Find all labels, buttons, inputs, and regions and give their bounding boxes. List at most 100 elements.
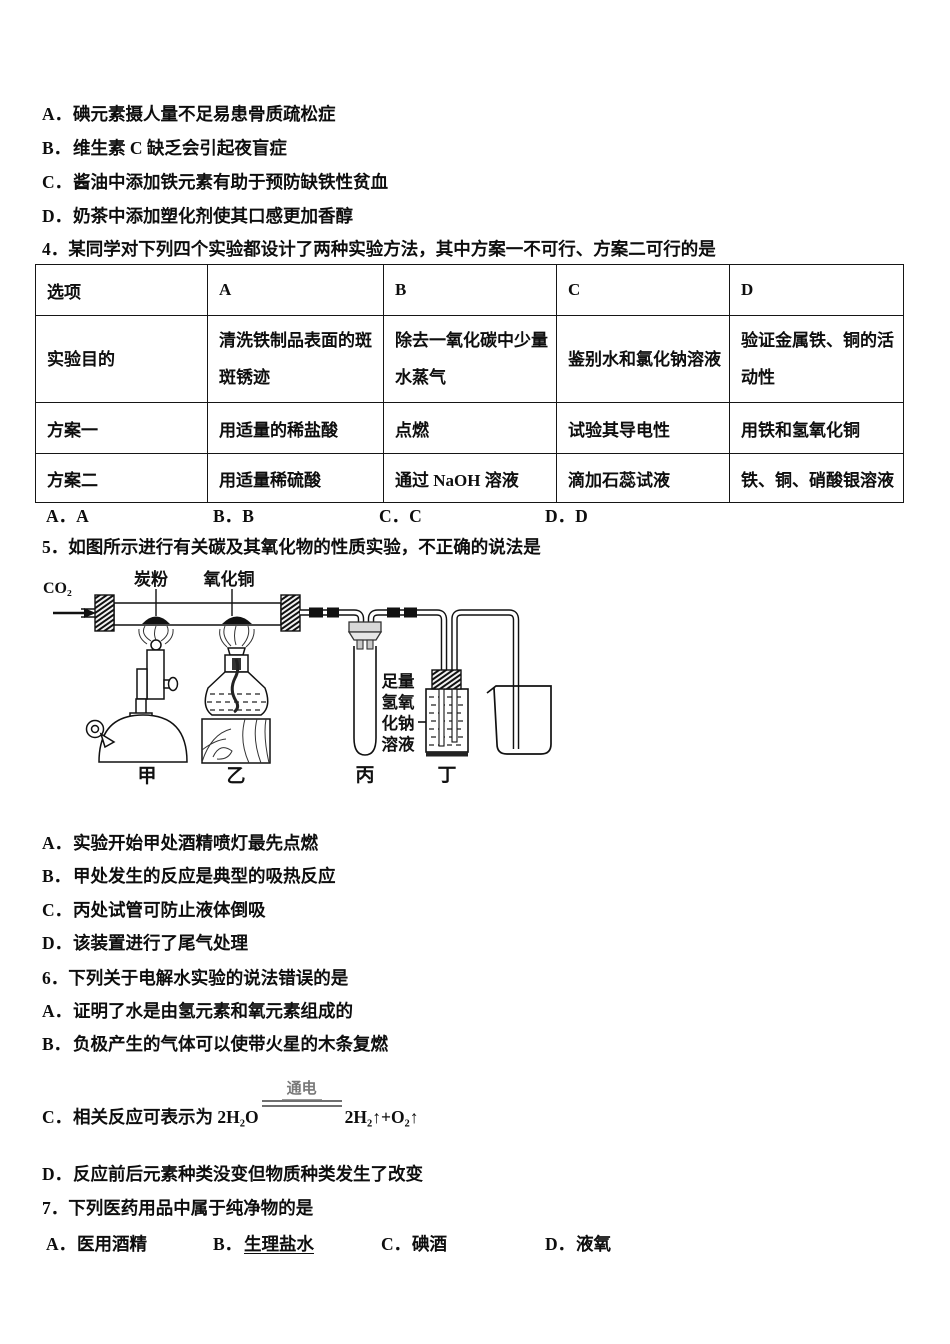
- condition-text: 通电: [281, 1081, 322, 1100]
- copper-oxide-heap: [222, 616, 252, 624]
- option-key: B．: [42, 1034, 72, 1054]
- q7-option-b: B．生理盐水: [213, 1234, 314, 1254]
- device-jia-label: 甲: [137, 766, 156, 787]
- option-b-q3: B．维生素 C 缺乏会引起夜盲症: [42, 137, 287, 159]
- equation-double-line: [261, 1100, 342, 1107]
- header-cell: D: [729, 264, 904, 316]
- q7-option-d: D．液氧: [545, 1234, 611, 1254]
- q6-option-d: D．反应前后元素种类没变但物质种类发生了改变: [42, 1163, 423, 1185]
- reaction-condition: 通电: [261, 1081, 342, 1109]
- rubber-stopper-left: [94, 594, 115, 632]
- test-tube-stopper: [348, 621, 382, 633]
- option-text: 丙处试管可防止液体倒吸: [73, 900, 266, 920]
- option-text: 证明了水是由氢元素和氧元素组成的: [73, 1001, 353, 1021]
- table-header-row: 选项 A B C D: [35, 264, 904, 316]
- option-text: 碘元素摄人量不足易患骨质疏松症: [73, 104, 336, 124]
- q7-option-a: A．医用酒精: [46, 1234, 147, 1254]
- safety-test-tube: 丙: [347, 621, 383, 786]
- option-key: A．: [42, 833, 73, 853]
- option-text: 维生素 C 缺乏会引起夜盲症: [73, 138, 287, 158]
- option-text: 酱油中添加铁元素有助于预防缺铁性贫血: [73, 172, 388, 192]
- q5-option-b: B．甲处发生的反应是典型的吸热反应: [42, 865, 336, 887]
- option-key: A．: [42, 1001, 73, 1021]
- stem-text: 下列关于电解水实验的说法错误的是: [68, 968, 349, 988]
- q5-option-c: C．丙处试管可防止液体倒吸: [42, 899, 266, 921]
- q6-stem: 6．下列关于电解水实验的说法错误的是: [42, 967, 348, 989]
- stem-text: 下列医药用品中属于纯净物的是: [68, 1198, 314, 1218]
- lamp-dome-base: [98, 714, 188, 763]
- reaction-tube: 炭粉 氧化铜: [94, 569, 301, 632]
- option-key: C．: [42, 1107, 73, 1127]
- option-key: C．: [42, 900, 73, 920]
- table-cell: 点燃: [383, 402, 557, 454]
- q6-option-a: A．证明了水是由氢元素和氧元素组成的: [42, 1000, 353, 1022]
- header-cell: C: [556, 264, 730, 316]
- equation-right: 2H₂↑+O₂↑: [344, 1107, 419, 1127]
- question-number: 6．: [42, 968, 69, 988]
- row-label: 实验目的: [35, 315, 208, 403]
- naoh-label-line: 足量: [382, 672, 416, 691]
- q7-option-c: C．碘酒: [381, 1234, 447, 1254]
- option-key: B．: [42, 866, 72, 886]
- option-text: 奶茶中添加塑化剂使其口感更加香醇: [73, 206, 353, 226]
- device-yi-label: 乙: [226, 766, 245, 787]
- copper-oxide-label: 氧化铜: [203, 569, 255, 589]
- answer-c: C．C: [379, 506, 422, 526]
- table-row-plan2: 方案二 用适量稀硫酸 通过 NaOH 溶液 滴加石蕊试液 铁、铜、硝酸银溶液: [35, 453, 904, 503]
- answer-a: A．A: [46, 506, 89, 526]
- stem-text: 如图所示进行有关碳及其氧化物的性质实验，不正确的说法是: [68, 537, 541, 557]
- option-a-q3: A．碘元素摄人量不足易患骨质疏松症: [42, 103, 336, 125]
- table-cell: 试验其导电性: [556, 402, 730, 454]
- table-cell: 滴加石蕊试液: [556, 453, 730, 503]
- option-key: D．: [42, 1164, 73, 1184]
- burner-nozzle: [150, 639, 162, 651]
- table-cell: 用铁和氢氧化铜: [729, 402, 904, 454]
- device-ding-label: 丁: [437, 765, 456, 786]
- table-cell: 用适量稀硫酸: [207, 453, 384, 503]
- rubber-connector: [309, 607, 323, 618]
- lamp-body: [204, 671, 269, 716]
- naoh-label-line: 氢氧: [382, 692, 416, 712]
- table-cell: 用适量的稀盐酸: [207, 402, 384, 454]
- option-d-q3: D．奶茶中添加塑化剂使其口感更加香醇: [42, 205, 353, 227]
- option-c-q3: C．酱油中添加铁元素有助于预防缺铁性贫血: [42, 171, 388, 193]
- carbon-powder-label: 炭粉: [134, 569, 168, 589]
- rubber-connector: [327, 607, 339, 618]
- inlet-tube: [438, 688, 445, 747]
- header-cell: A: [207, 264, 384, 316]
- naoh-solution-label: 足量 氢氧 化钠 溶液: [382, 672, 429, 754]
- bottle-stopper: [431, 669, 462, 690]
- row-label: 方案二: [35, 453, 208, 503]
- beaker: [486, 685, 552, 755]
- question-number: 4．: [42, 239, 69, 259]
- option-text: 实验开始甲处酒精喷灯最先点燃: [73, 833, 318, 853]
- co2-label: CO₂: [43, 580, 72, 597]
- table-cell: 清洗铁制品表面的斑斑锈迹: [207, 315, 384, 403]
- wick-holder: [227, 647, 246, 656]
- apparatus-diagram: CO₂ 炭粉 氧化铜: [43, 569, 552, 787]
- alcohol-blast-lamp: 甲: [85, 625, 188, 787]
- lamp-wick: [230, 658, 240, 714]
- header-cell: B: [383, 264, 557, 316]
- q4-stem: 4．某同学对下列四个实验都设计了两种实验方法，其中方案一不可行、方案二可行的是: [42, 238, 716, 260]
- answer-d: D．D: [545, 506, 588, 526]
- table-row-purpose: 实验目的 清洗铁制品表面的斑斑锈迹 除去一氧化碳中少量水蒸气 鉴别水和氯化钠溶液…: [35, 315, 904, 403]
- q6-option-c: C．相关反应可表示为 2H₂O 通电 2H₂↑+O₂↑: [42, 1081, 419, 1128]
- table-cell: 验证金属铁、铜的活动性: [729, 315, 904, 403]
- naoh-label-line: 化钠: [382, 713, 415, 733]
- naoh-label-line: 溶液: [382, 734, 416, 754]
- gas-washing-bottle: 丁: [425, 669, 469, 786]
- q6-option-b: B．负极产生的气体可以使带火星的木条复燃: [42, 1033, 388, 1055]
- answer-b: B．B: [213, 506, 254, 526]
- header-cell: 选项: [35, 264, 208, 316]
- question-number: 7．: [42, 1198, 69, 1218]
- rubber-stopper-right: [280, 594, 301, 632]
- option-text: 甲处发生的反应是典型的吸热反应: [73, 866, 336, 886]
- q5-stem: 5．如图所示进行有关碳及其氧化物的性质实验，不正确的说法是: [42, 536, 541, 558]
- q7-stem: 7．下列医药用品中属于纯净物的是: [42, 1197, 313, 1219]
- option-text: 相关反应可表示为 2H₂O: [73, 1107, 259, 1127]
- carbon-powder-heap: [142, 616, 170, 624]
- experiment-table: 选项 A B C D 实验目的 清洗铁制品表面的斑斑锈迹 除去一氧化碳中少量水蒸…: [35, 264, 904, 503]
- option-text: 该装置进行了尾气处理: [73, 933, 248, 953]
